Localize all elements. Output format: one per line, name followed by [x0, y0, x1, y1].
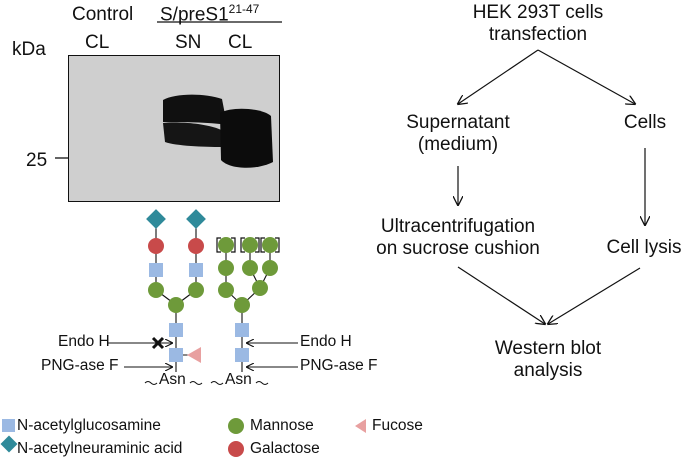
construct-name: S/preS1 — [160, 4, 229, 26]
mannose-circle — [188, 282, 204, 298]
lane-label-control: Control — [72, 4, 134, 25]
complex-glycan — [146, 209, 206, 363]
asn-label-left: Asn — [159, 371, 186, 388]
flowchart-arrows — [157, 21, 645, 324]
mannose-circle — [218, 282, 234, 298]
glcnac-square — [235, 348, 249, 362]
legend-galactose-label: Galactose — [250, 440, 320, 457]
glcnac-square — [235, 323, 249, 337]
asn-label-right: Asn — [225, 371, 252, 388]
legend-fucose-triangle — [355, 419, 366, 433]
optional-residue-bracket — [275, 237, 280, 253]
flow-node-supernatant: Supernatant(medium) — [388, 112, 528, 156]
peptide-backbone-wave — [144, 381, 269, 385]
mannose-circle — [252, 280, 268, 296]
endo-h-label-left: Endo H — [58, 333, 110, 350]
mannose-circle — [218, 237, 234, 253]
arrow-ultra-to-wb — [457, 266, 545, 324]
legend-glcnac-label: N-acetylglucosamine — [17, 417, 161, 434]
neu5ac-diamond — [146, 209, 166, 229]
endo-h-label-right: Endo H — [300, 333, 352, 350]
galactose-circle — [148, 238, 164, 254]
optional-residue-bracket — [216, 237, 221, 253]
flow-node-cell-lysis: Cell lysis — [594, 237, 685, 259]
optional-residue-bracket — [231, 237, 236, 253]
png-label-left: PNG-ase F — [41, 357, 119, 374]
node-line: (medium) — [417, 133, 499, 155]
sublane-label-control-cl: CL — [85, 32, 110, 53]
legend-neu5ac-diamond — [0, 435, 18, 453]
glcnac-square — [169, 323, 183, 337]
marker-25-label: 25 — [26, 150, 48, 171]
node-line: Cell lysis — [606, 237, 682, 258]
high-mannose-glycan — [216, 237, 280, 362]
cross-mark-icon — [151, 336, 165, 350]
neu5ac-diamond — [186, 209, 206, 229]
mannose-circle — [262, 237, 278, 253]
lane-label-construct: S/preS121-47 — [160, 3, 259, 24]
band-sn-lower — [163, 122, 223, 147]
arrow-to-cells — [537, 49, 635, 104]
legend-mannose-label: Mannose — [250, 417, 314, 434]
flow-node-cells: Cells — [610, 112, 680, 134]
mannose-circle — [218, 260, 234, 276]
band-sn-upper — [163, 94, 227, 125]
mannose-circle — [242, 260, 258, 276]
node-line: analysis — [513, 359, 583, 381]
mannose-circle — [168, 297, 184, 313]
legend-mannose-circle — [228, 418, 244, 434]
node-line: Supernatant — [406, 112, 510, 133]
galactose-circle — [188, 238, 204, 254]
mannose-circle — [148, 282, 164, 298]
optional-residue-bracket — [260, 237, 265, 253]
kda-unit-label: kDa — [12, 39, 46, 60]
band-cl-main — [220, 108, 273, 168]
sublane-label-cl: CL — [228, 32, 253, 53]
legend-glcnac-square — [2, 419, 15, 432]
optional-residue-bracket — [255, 237, 260, 253]
node-line: Western blot — [494, 338, 602, 359]
png-label-right: PNG-ase F — [300, 357, 378, 374]
cleavage-arrows — [108, 336, 298, 385]
legend-galactose-circle — [228, 441, 244, 457]
arrow-lysis-to-wb — [548, 267, 641, 324]
optional-residue-bracket — [240, 237, 245, 253]
node-line: Cells — [623, 112, 667, 133]
arrow-to-supernatant — [458, 49, 539, 104]
mannose-circle — [234, 297, 250, 313]
node-line: on sucrose cushion — [376, 237, 540, 259]
fucose-triangle — [187, 347, 201, 363]
glcnac-square — [189, 263, 203, 277]
legend-fucose-label: Fucose — [372, 417, 423, 434]
glcnac-square — [149, 263, 163, 277]
glcnac-square — [169, 348, 183, 362]
sublane-label-sn: SN — [175, 32, 202, 53]
node-line: HEK 293T cells — [472, 2, 604, 23]
node-line: Ultracentrifugation — [380, 216, 536, 237]
blot-bands — [55, 94, 273, 168]
construct-range: 21-47 — [228, 2, 260, 16]
mannose-circle — [262, 260, 278, 276]
legend-neu5ac-label: N-acetylneuraminic acid — [17, 440, 183, 457]
node-line: transfection — [488, 23, 588, 45]
mannose-circle — [242, 237, 258, 253]
